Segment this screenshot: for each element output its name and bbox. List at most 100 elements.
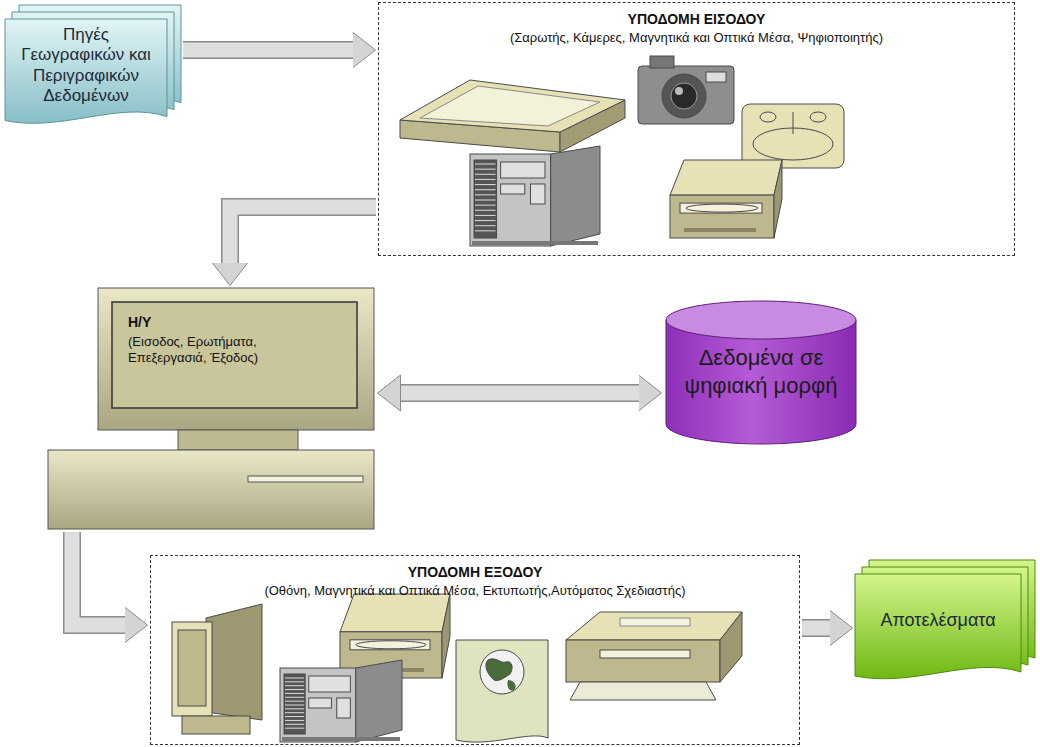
input-infrastructure-box: ΥΠΟΔΟΜΗ ΕΙΣΟΔΟΥ(Σαρωτής, Κάμερες, Μαγνητ…	[378, 2, 1015, 256]
drive-button-strip	[684, 228, 756, 232]
vent-line	[285, 716, 304, 717]
arrow-outline	[400, 384, 639, 402]
vent-line	[285, 708, 304, 709]
scanner-glass	[420, 86, 600, 126]
block-arrow	[802, 628, 830, 629]
node-title: Πηγές Γεωγραφικών και Περιγραφικών Δεδομ…	[11, 25, 161, 107]
lens-highlight	[675, 87, 683, 95]
vent-line	[475, 200, 496, 201]
tower-button	[337, 698, 351, 718]
vent-line	[475, 189, 496, 190]
drive-top	[340, 594, 450, 632]
globe	[480, 650, 524, 694]
tower-foot	[282, 737, 400, 741]
vent-line	[475, 194, 496, 195]
vent-line	[475, 205, 496, 206]
block-arrow	[72, 532, 125, 625]
crt-front	[172, 622, 212, 716]
vent-line	[285, 685, 304, 686]
vent-line	[475, 210, 496, 211]
camera-body	[638, 66, 734, 124]
arrow-outline	[183, 41, 353, 59]
globe-land	[486, 659, 512, 681]
drive-slot	[248, 476, 363, 482]
tower-bay	[501, 184, 525, 194]
printer-feed	[620, 618, 690, 626]
computer-monitor-shape	[48, 288, 374, 530]
vent-line	[475, 184, 496, 185]
block-arrow	[230, 207, 376, 263]
node-title: Αποτελέσματα	[861, 610, 1015, 632]
drive-front	[670, 195, 774, 238]
database-cylinder: Δεδομένα σε ψηφιακή μορφή	[665, 300, 857, 445]
vent-line	[475, 225, 496, 226]
vent-line	[285, 720, 304, 721]
crt-back	[206, 604, 262, 720]
vent-line	[475, 220, 496, 221]
output-infrastructure-box: ΥΠΟΔΟΜΗ ΕΞΟΔΟΥ (Οθόνη, Μαγνητικά και Οπτι…	[150, 555, 800, 745]
document-sheet	[5, 19, 167, 123]
scanner	[400, 80, 625, 152]
node-title: Δεδομένα σε ψηφιακή μορφή	[675, 344, 847, 399]
vent-line	[285, 697, 304, 698]
drive-tray	[680, 203, 762, 213]
tablet-button	[810, 112, 826, 122]
node-title: Η/Υ	[128, 314, 338, 332]
arrow-body	[802, 621, 830, 636]
node-text-area: ΥΠΟΔΟΜΗ ΕΙΣΟΔΟΥ(Σαρωτής, Κάμερες, Μαγνητ…	[379, 3, 1014, 45]
paper-tray	[570, 682, 716, 700]
vent-line	[285, 681, 304, 682]
vent-line	[475, 230, 496, 231]
computer-tower	[470, 146, 600, 246]
node-subtitle: (Οθόνη, Μαγνητικά και Οπτικά Μέσα, Εκτυπ…	[161, 583, 789, 598]
tower-front	[470, 154, 551, 246]
node-text-area: Πηγές Γεωγραφικών και Περιγραφικών Δεδομ…	[11, 25, 161, 107]
node-subtitle: (Σαρωτής, Κάμερες, Μαγνητικά και Οπτικά …	[389, 30, 1004, 45]
node-text-area: Η/Υ(Εισοδος, Ερωτήματα, Επεξεργασιά, Έξο…	[128, 314, 338, 366]
document-sheet	[855, 574, 1021, 679]
crt-monitor	[172, 604, 262, 734]
printer-top	[566, 612, 742, 640]
camera-flash-housing	[650, 56, 674, 68]
tower-front	[280, 668, 356, 742]
drive-tray	[350, 640, 430, 650]
results-document: Αποτελέσματα	[855, 560, 1035, 682]
drive-disc	[356, 641, 426, 649]
arrow-outline	[72, 532, 125, 625]
tower-bay	[309, 698, 332, 708]
arrow-body	[183, 43, 353, 58]
vent-line	[285, 693, 304, 694]
drive-top	[670, 160, 782, 195]
tablet-mark	[793, 112, 794, 134]
drive-side	[442, 594, 450, 678]
vent-line	[285, 701, 304, 702]
arrow-body	[400, 386, 639, 401]
cylinder-top	[666, 301, 856, 339]
tablet-button	[760, 112, 776, 122]
tower-grille	[474, 160, 497, 238]
vent-line	[475, 164, 496, 165]
paper-slot	[600, 650, 690, 658]
scanner-lid	[400, 80, 625, 132]
map-paper	[456, 640, 548, 742]
map-sheet	[456, 640, 548, 742]
node-title: ΥΠΟΔΟΜΗ ΕΞΟΔΟΥ	[161, 564, 789, 580]
monitor-screen	[112, 302, 357, 408]
tower-foot	[472, 241, 598, 245]
tower-bay	[309, 676, 351, 692]
crt-stand	[182, 716, 250, 734]
vent-line	[285, 705, 304, 706]
camera-flash	[706, 72, 726, 82]
tower-button	[530, 184, 545, 204]
source-document: Πηγές Γεωγραφικών και Περιγραφικών Δεδομ…	[5, 5, 181, 127]
camera-lens-glass	[671, 83, 697, 109]
computer: Η/Υ(Εισοδος, Ερωτήματα, Επεξεργασιά, Έξο…	[48, 288, 374, 530]
optical-drive	[670, 160, 782, 238]
vent-line	[475, 215, 496, 216]
vent-line	[475, 169, 496, 170]
vent-line	[475, 179, 496, 180]
tower-bay	[501, 162, 545, 178]
block-arrow	[183, 50, 353, 51]
arrow-body	[72, 532, 125, 625]
